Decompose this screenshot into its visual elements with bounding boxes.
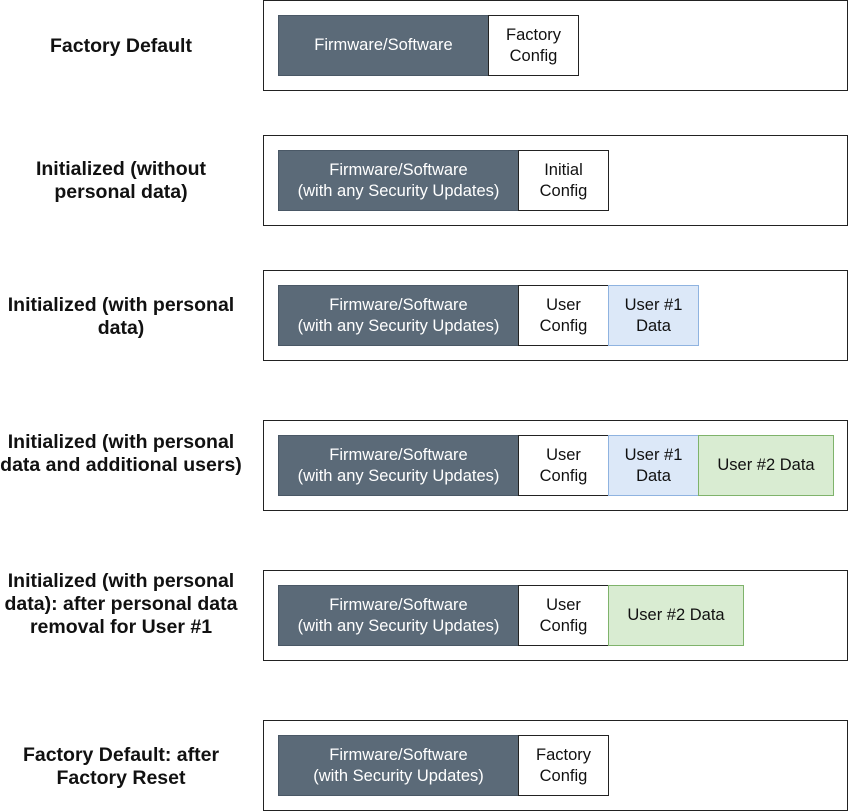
- config-block: Factory Config: [488, 15, 579, 76]
- row-label: Initialized (with personal data and addi…: [0, 431, 242, 476]
- user1-data-block: User #1 Data: [608, 285, 699, 346]
- row-label: Factory Default: [50, 35, 192, 57]
- config-block: User Config: [518, 585, 609, 646]
- user2-data-block: User #2 Data: [698, 435, 834, 496]
- block-text: Factory Config: [535, 745, 591, 785]
- block-text: User #1 Data: [624, 445, 683, 485]
- config-block: User Config: [518, 435, 609, 496]
- block-text: User #2 Data: [627, 606, 725, 624]
- firmware-block: Firmware/Software (with Security Updates…: [278, 735, 519, 796]
- firmware-block: Firmware/Software (with any Security Upd…: [278, 150, 519, 211]
- block-text: Firmware/Software (with any Security Upd…: [297, 445, 500, 485]
- firmware-block: Firmware/Software (with any Security Upd…: [278, 285, 519, 346]
- block-text: Firmware/Software: [314, 36, 453, 54]
- firmware-block: Firmware/Software (with any Security Upd…: [278, 585, 519, 646]
- block-text: User Config: [539, 445, 588, 485]
- config-block: Factory Config: [518, 735, 609, 796]
- block-text: Firmware/Software (with any Security Upd…: [297, 160, 500, 200]
- block-text: Firmware/Software (with any Security Upd…: [297, 295, 500, 335]
- row-label: Initialized (without personal data): [35, 158, 207, 203]
- config-block: Initial Config: [518, 150, 609, 211]
- block-text: Firmware/Software (with any Security Upd…: [297, 595, 500, 635]
- row-label: Factory Default: after Factory Reset: [22, 744, 220, 789]
- firmware-block: Firmware/Software: [278, 15, 489, 76]
- user2-data-block: User #2 Data: [608, 585, 744, 646]
- row-label: Initialized (with personal data): [7, 294, 235, 339]
- user1-data-block: User #1 Data: [608, 435, 699, 496]
- block-text: User Config: [539, 595, 588, 635]
- block-text: Firmware/Software (with Security Updates…: [313, 745, 484, 785]
- block-text: Factory Config: [505, 25, 561, 65]
- block-text: Initial Config: [539, 160, 588, 200]
- firmware-block: Firmware/Software (with any Security Upd…: [278, 435, 519, 496]
- config-block: User Config: [518, 285, 609, 346]
- block-text: User #2 Data: [717, 456, 815, 474]
- row-label: Initialized (with personal data): after …: [4, 570, 238, 638]
- block-text: User #1 Data: [624, 295, 683, 335]
- block-text: User Config: [539, 295, 588, 335]
